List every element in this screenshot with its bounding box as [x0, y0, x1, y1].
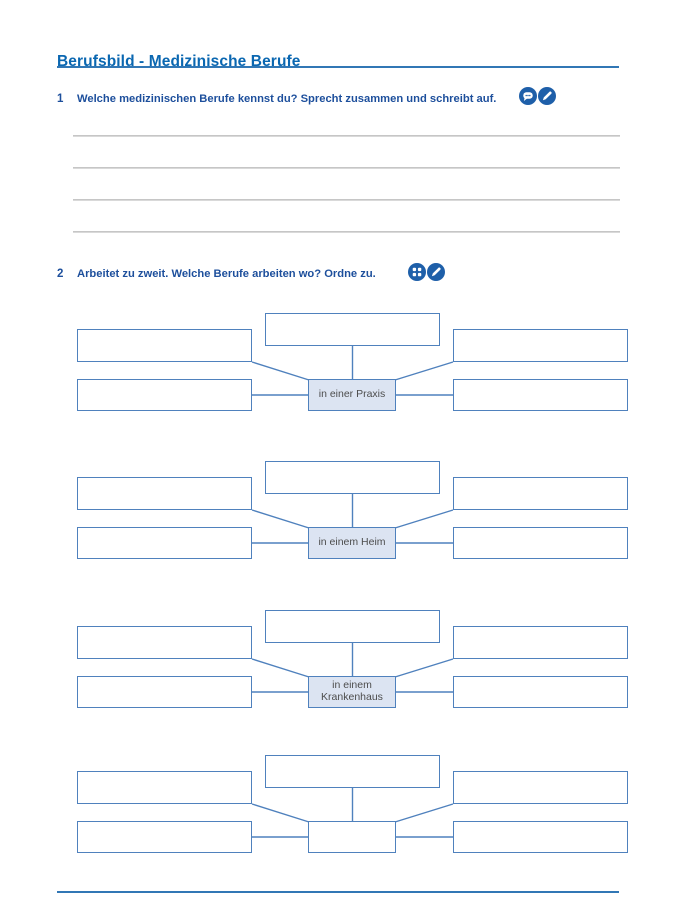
answer-box[interactable] [77, 379, 252, 411]
connector-lines [251, 643, 454, 693]
answer-box[interactable] [453, 626, 628, 659]
answer-box[interactable] [453, 477, 628, 510]
cluster-krankenhaus: in einem Krankenhaus [0, 610, 675, 715]
title-underline [57, 66, 619, 68]
task-number: 2 [57, 268, 64, 280]
task-number: 1 [57, 93, 64, 105]
answer-box[interactable] [77, 527, 252, 559]
writing-line[interactable] [73, 231, 620, 233]
cluster-empty [0, 755, 675, 860]
speech-bubble-icon [519, 87, 537, 105]
answer-box-center[interactable] [308, 821, 396, 853]
answer-box[interactable] [265, 755, 440, 788]
location-label: in einem Krankenhaus [308, 676, 396, 708]
task-1: 1 Welche medizinischen Berufe kennst du?… [0, 93, 675, 111]
answer-box[interactable] [77, 329, 252, 362]
pair-work-icon [408, 263, 426, 281]
answer-box[interactable] [453, 676, 628, 708]
answer-box[interactable] [453, 771, 628, 804]
answer-box[interactable] [77, 821, 252, 853]
connector-lines [251, 494, 454, 544]
cluster-heim: in einem Heim [0, 461, 675, 566]
answer-box[interactable] [453, 329, 628, 362]
answer-box[interactable] [265, 461, 440, 494]
connector-lines [251, 346, 454, 396]
answer-box[interactable] [77, 626, 252, 659]
answer-box[interactable] [77, 477, 252, 510]
task-instruction: Welche medizinischen Berufe kennst du? S… [77, 93, 497, 105]
location-label: in einem Heim [308, 527, 396, 559]
pencil-icon [427, 263, 445, 281]
writing-line[interactable] [73, 199, 620, 201]
answer-box[interactable] [453, 527, 628, 559]
answer-box[interactable] [265, 313, 440, 346]
page-title: Berufsbild - Medizinische Berufe [57, 53, 301, 71]
answer-box[interactable] [77, 771, 252, 804]
writing-line[interactable] [73, 167, 620, 169]
task-instruction: Arbeitet zu zweit. Welche Berufe arbeite… [77, 268, 376, 280]
answer-box[interactable] [77, 676, 252, 708]
task-2: 2 Arbeitet zu zweit. Welche Berufe arbei… [0, 268, 675, 286]
location-label: in einer Praxis [308, 379, 396, 411]
cluster-praxis: in einer Praxis [0, 313, 675, 418]
pencil-icon [538, 87, 556, 105]
answer-box[interactable] [453, 821, 628, 853]
answer-box[interactable] [453, 379, 628, 411]
writing-line[interactable] [73, 135, 620, 137]
answer-box[interactable] [265, 610, 440, 643]
connector-lines [251, 788, 454, 838]
page-bottom-rule [57, 891, 619, 893]
